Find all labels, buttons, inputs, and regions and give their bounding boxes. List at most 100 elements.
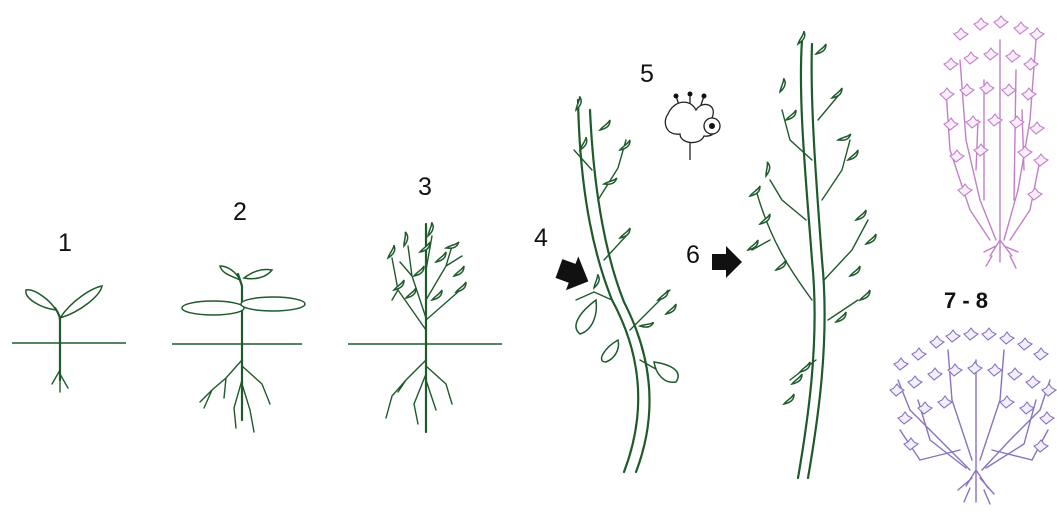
pink-leaf (974, 18, 988, 30)
violet-leaf (898, 412, 912, 424)
violet-leaf (1040, 412, 1054, 424)
pink-leaf (958, 184, 972, 196)
pink-leaf (950, 150, 964, 162)
pink-leaf (1014, 22, 1028, 34)
leaf (866, 234, 876, 244)
stage-label-7-8: 7 - 8 (944, 290, 988, 312)
leaf (750, 186, 760, 196)
violet-leaf (968, 362, 982, 374)
stage-label-5: 5 (640, 62, 654, 87)
leaf (589, 274, 603, 288)
pink-leaf (954, 28, 968, 40)
stage-5-flower (665, 92, 720, 161)
pink-leaf (1028, 188, 1042, 200)
leaf (640, 317, 654, 331)
leaf (620, 228, 630, 238)
leaf (748, 240, 758, 250)
violet-leaf (912, 348, 926, 360)
leaf-right (241, 297, 305, 311)
leaf (604, 175, 617, 188)
stage-3-branching-plant (348, 222, 502, 432)
leaf (571, 96, 585, 110)
pink-leaf (1006, 50, 1020, 62)
stems (946, 40, 1040, 240)
leaf (666, 304, 676, 314)
arrow-stage-4 (553, 252, 595, 297)
violet-leaf (908, 376, 922, 388)
leaf (832, 88, 842, 98)
leaf (848, 150, 858, 160)
pink-leaf (1002, 84, 1016, 96)
violet-leaf (1034, 348, 1048, 360)
leaf (385, 245, 398, 258)
violet-leaf (1020, 402, 1034, 414)
violet-leaf (918, 402, 932, 414)
roots (984, 240, 1018, 268)
pink-leaf (964, 52, 978, 64)
leaf (816, 44, 826, 54)
pink-leaf (944, 58, 958, 70)
stage-label-4: 4 (534, 226, 548, 251)
roots (958, 470, 994, 504)
pink-leaf (994, 16, 1008, 28)
pink-leaf (1034, 154, 1048, 166)
violet-leaf (928, 368, 942, 380)
stage-label-3: 3 (418, 175, 432, 200)
violet-leaf (1008, 368, 1022, 380)
leaf (406, 288, 416, 298)
stage-4-stem (553, 96, 678, 472)
violet-leaf (982, 328, 996, 340)
root (386, 360, 452, 424)
root (200, 360, 270, 432)
violet-leaf (1018, 338, 1032, 350)
violet-leaf (964, 328, 978, 340)
stage-label-1: 1 (58, 231, 72, 256)
leaf (432, 290, 442, 300)
leaf (860, 290, 870, 300)
pink-leaf (984, 48, 998, 60)
leaf (454, 266, 464, 276)
leaf (446, 239, 459, 252)
leaf (775, 78, 789, 92)
leaf (776, 260, 786, 270)
stamen (674, 94, 679, 99)
leaf (398, 232, 412, 246)
leaf (658, 290, 668, 300)
cotyledon-right (60, 286, 102, 318)
violet-leaf (1034, 440, 1048, 452)
main-stem (578, 100, 638, 472)
stage-1-seedling (12, 286, 126, 392)
leaf (760, 162, 774, 176)
leaf (576, 300, 596, 334)
leaf (414, 266, 424, 276)
stage-2-young-plant (172, 266, 305, 432)
leaf (436, 252, 446, 262)
violet-leaf (1000, 332, 1014, 344)
pink-leaf (1030, 122, 1044, 134)
leaf (600, 120, 610, 130)
leaf (577, 137, 590, 150)
pink-leaf (1030, 28, 1044, 40)
stamen (702, 94, 707, 99)
pink-leaf (980, 82, 994, 94)
leaf (456, 282, 466, 292)
pink-leaf (1022, 88, 1036, 100)
violet-leaf (1000, 396, 1014, 408)
leaf (654, 362, 678, 382)
flower-center (709, 123, 715, 129)
pink-leaf (940, 88, 954, 100)
violet-leaf (946, 330, 960, 342)
leaf (856, 210, 866, 220)
violet-leaf (1042, 384, 1056, 396)
stage-label-6: 6 (686, 243, 700, 268)
leaf (786, 110, 796, 120)
pink-leaf (1024, 58, 1038, 70)
leaf (602, 340, 619, 362)
leaf (784, 394, 794, 404)
violet-leaf (894, 358, 908, 370)
leaf (800, 362, 810, 372)
stage-6-mature-stem (712, 31, 876, 478)
leaf (394, 280, 404, 290)
violet-leaf (930, 336, 944, 348)
